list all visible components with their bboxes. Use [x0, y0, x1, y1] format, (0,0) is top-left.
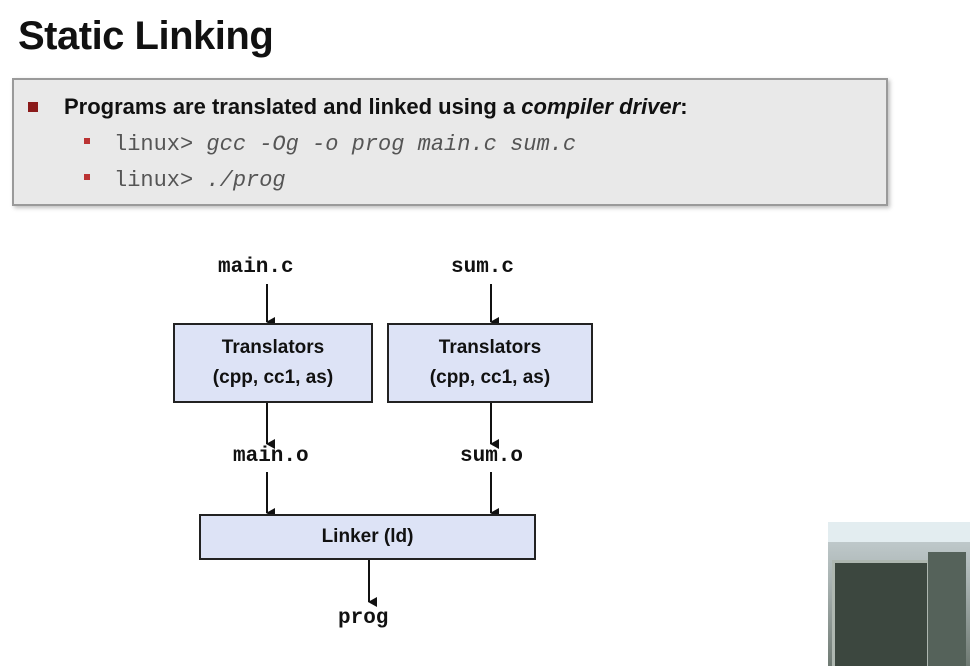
- translator-label: Translators: [221, 337, 325, 358]
- translator-box-sum: Translators (cpp, cc1, as): [387, 323, 593, 403]
- object-main-o: main.o: [233, 445, 309, 468]
- linker-box: Linker (ld): [199, 514, 536, 560]
- translator-tools: (cpp, cc1, as): [429, 367, 551, 388]
- slide-title: Static Linking: [18, 14, 274, 58]
- translator-tools: (cpp, cc1, as): [212, 367, 334, 388]
- bullet-emphasis: compiler driver: [521, 94, 681, 119]
- translator-box-main: Translators (cpp, cc1, as): [173, 323, 373, 403]
- bullet-square-icon: [28, 102, 38, 112]
- command-text: ./prog: [206, 168, 286, 193]
- object-sum-o: sum.o: [460, 445, 524, 468]
- sub-bullet-icon: [84, 174, 90, 180]
- translator-label: Translators: [438, 337, 542, 358]
- command-prompt: linux>: [114, 168, 207, 193]
- presenter-video-thumbnail: [828, 522, 970, 666]
- info-box: Programs are translated and linked using…: [12, 78, 888, 206]
- command-line-2: linux> ./prog: [84, 168, 286, 193]
- command-prompt: linux>: [114, 132, 207, 157]
- linker-label: Linker (ld): [321, 526, 414, 547]
- command-text: gcc -Og -o prog main.c sum.c: [206, 132, 577, 157]
- output-prog: prog: [338, 607, 389, 630]
- input-main-c: main.c: [218, 256, 294, 279]
- command-line-1: linux> gcc -Og -o prog main.c sum.c: [84, 132, 576, 157]
- bullet-text: Programs are translated and linked using…: [64, 94, 522, 119]
- bullet-suffix: :: [680, 94, 688, 119]
- sub-bullet-icon: [84, 138, 90, 144]
- main-bullet: Programs are translated and linked using…: [28, 94, 688, 120]
- input-sum-c: sum.c: [451, 256, 515, 279]
